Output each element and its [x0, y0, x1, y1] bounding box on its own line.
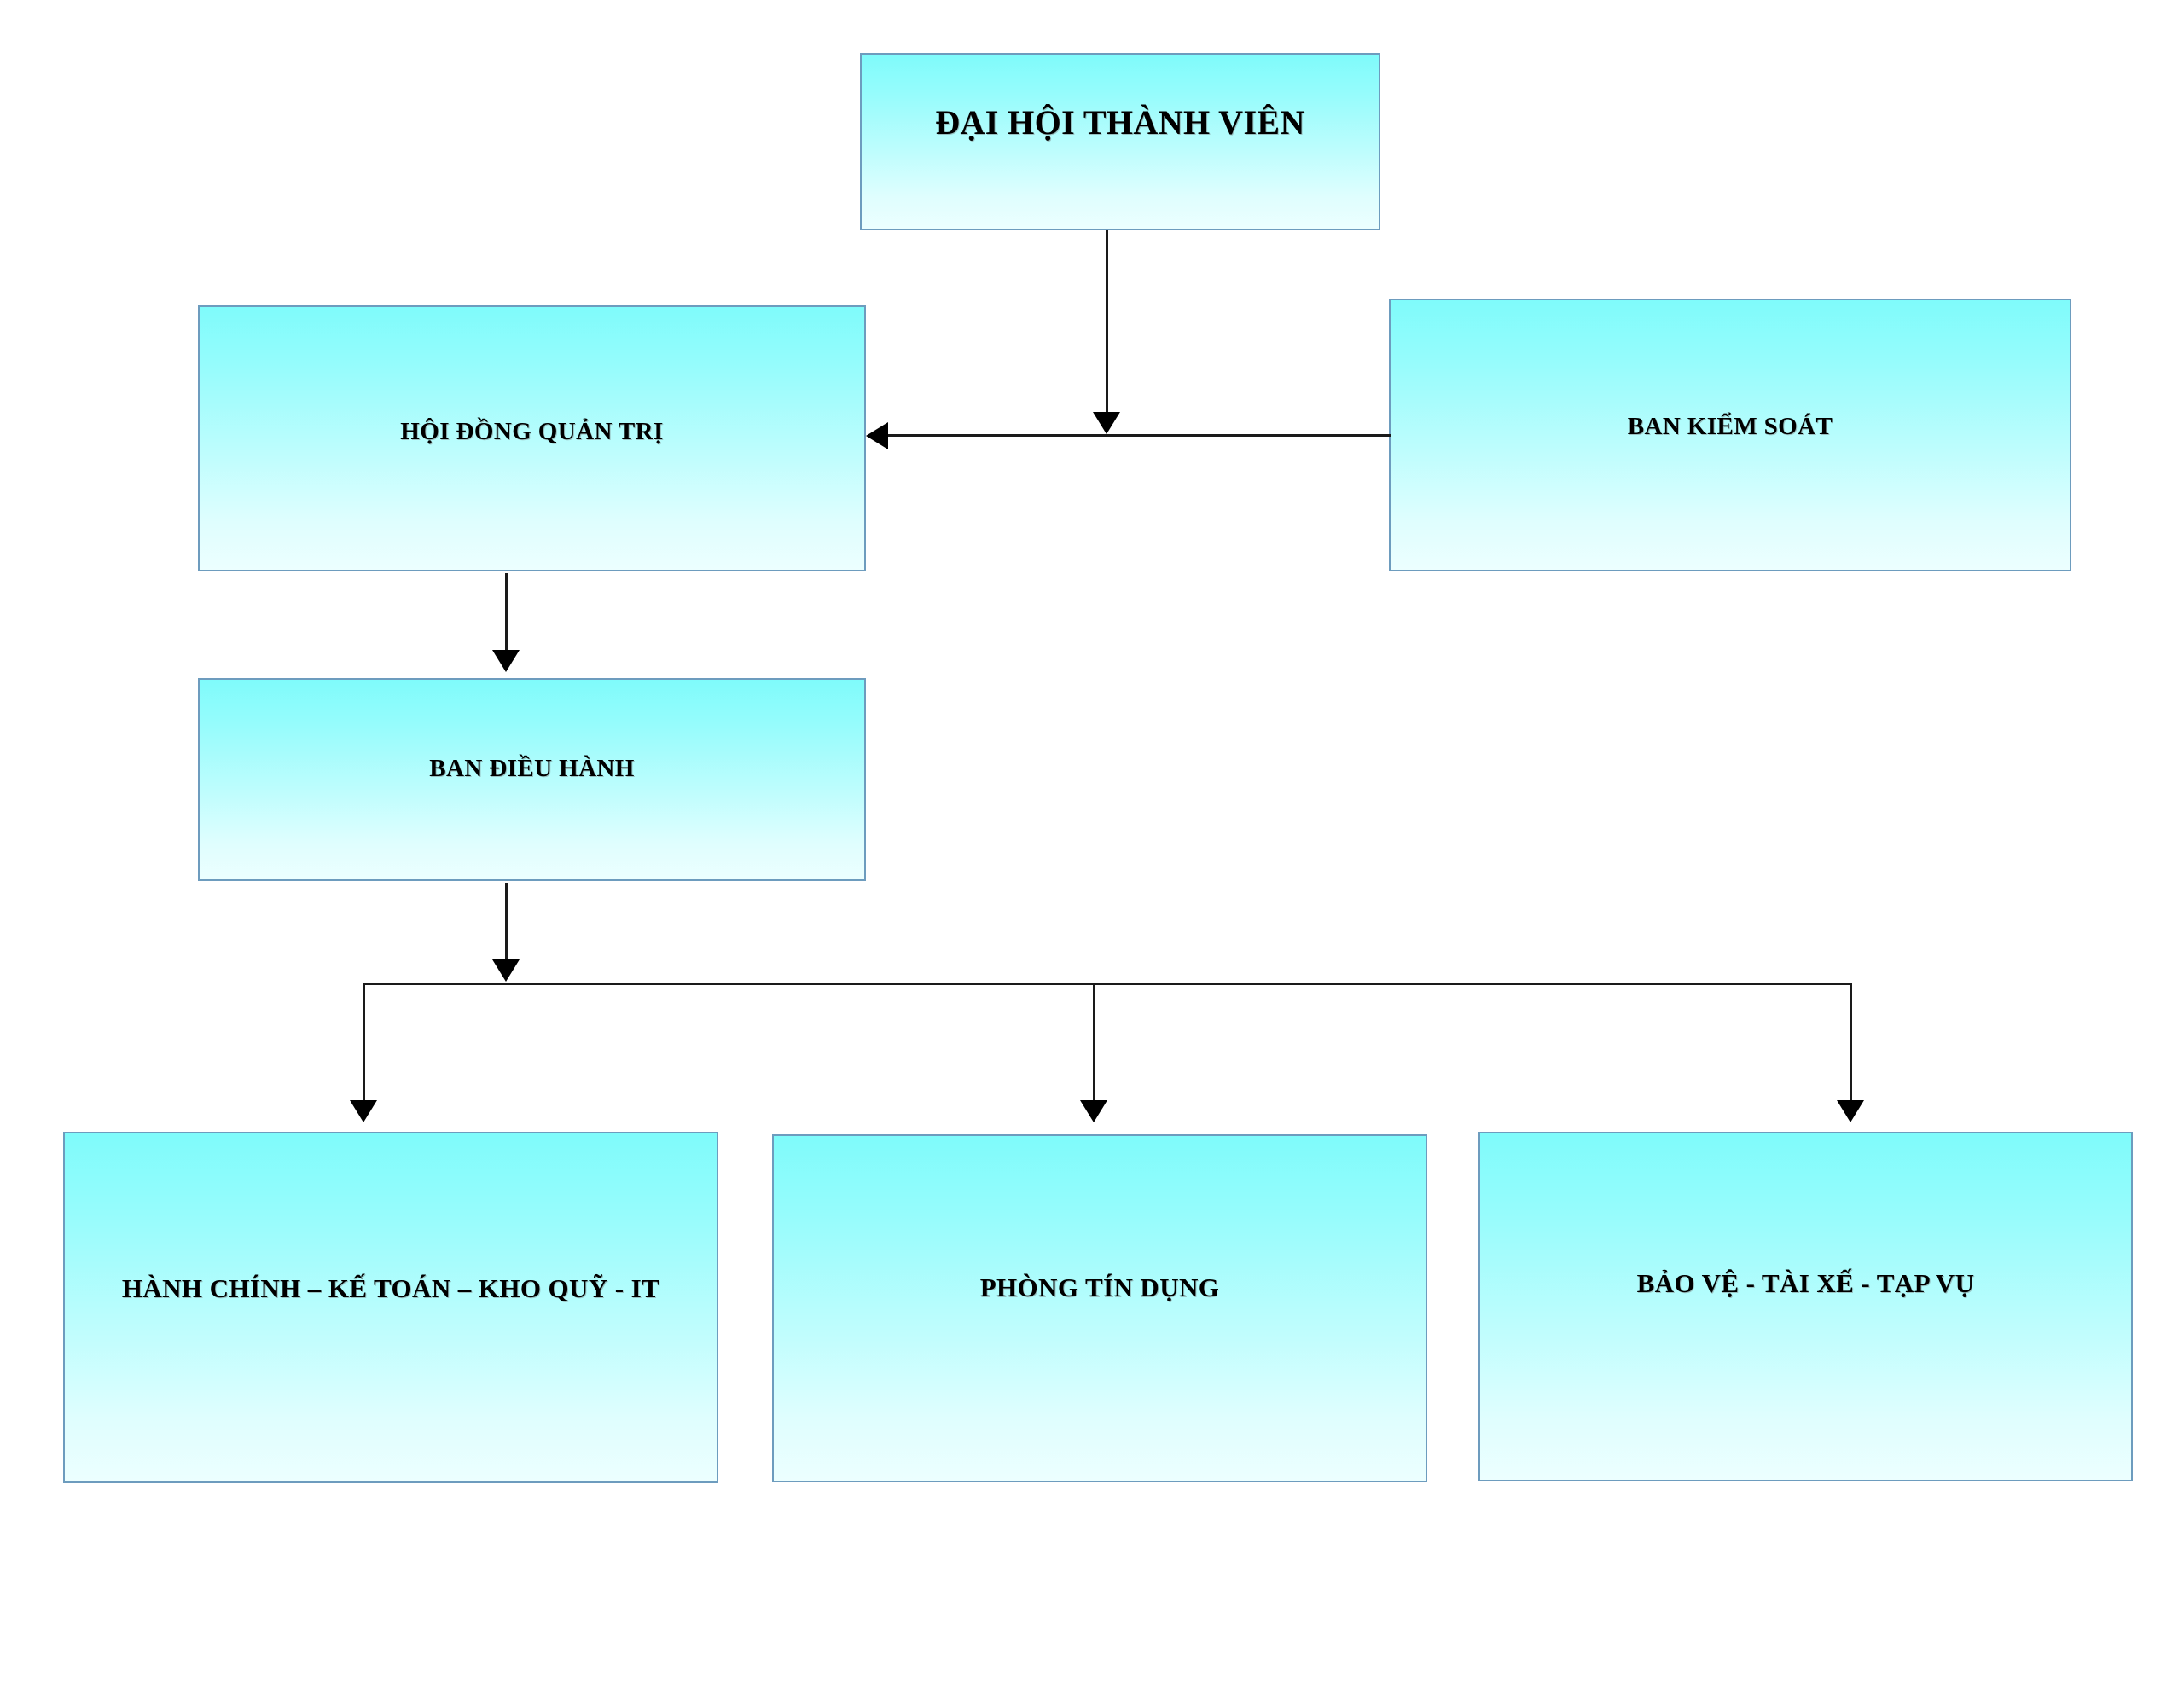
connector-branch-phong-tin-dung-line [1093, 983, 1095, 1104]
arrow-left-icon [866, 422, 888, 449]
arrow-down-icon [1080, 1100, 1107, 1122]
arrow-down-icon [1093, 412, 1120, 434]
node-hanh-chinh-ke-toan-kho-quy-it[interactable]: HÀNH CHÍNH – KẾ TOÁN – KHO QUỸ - IT [63, 1132, 718, 1483]
node-hoi-dong-quan-tri[interactable]: HỘI ĐỒNG QUẢN TRỊ [198, 305, 866, 571]
node-dai-hoi-thanh-vien[interactable]: ĐẠI HỘI THÀNH VIÊN [860, 53, 1380, 230]
connector-dai-hoi-to-hoi-dong-line [1106, 230, 1108, 414]
node-label: ĐẠI HỘI THÀNH VIÊN [935, 103, 1305, 142]
arrow-down-icon [492, 959, 520, 982]
connector-ban-dieu-hanh-to-bus-line [505, 883, 508, 961]
arrow-down-icon [1837, 1100, 1864, 1122]
node-label: BAN ĐIỀU HÀNH [429, 755, 635, 783]
arrow-down-icon [350, 1100, 377, 1122]
node-label: PHÒNG TÍN DỤNG [979, 1272, 1220, 1302]
node-ban-dieu-hanh[interactable]: BAN ĐIỀU HÀNH [198, 678, 866, 881]
node-label: BAN KIỂM SOÁT [1627, 413, 1833, 441]
connector-branch-hanh-chinh-line [363, 983, 365, 1104]
connector-ban-kiem-soat-to-hoi-dong-line [868, 434, 1391, 437]
connector-hoi-dong-to-ban-dieu-hanh-line [505, 573, 508, 652]
node-label: HỘI ĐỒNG QUẢN TRỊ [400, 418, 664, 446]
node-label: BẢO VỆ - TÀI XẾ - TẠP VỤ [1636, 1267, 1975, 1298]
arrow-down-icon [492, 650, 520, 672]
connector-distribution-bus [363, 983, 1852, 985]
node-label: HÀNH CHÍNH – KẾ TOÁN – KHO QUỸ - IT [121, 1272, 660, 1303]
node-phong-tin-dung[interactable]: PHÒNG TÍN DỤNG [772, 1134, 1427, 1482]
node-ban-kiem-soat[interactable]: BAN KIỂM SOÁT [1389, 299, 2071, 571]
connector-branch-bao-ve-line [1850, 983, 1852, 1104]
node-bao-ve-tai-xe-tap-vu[interactable]: BẢO VỆ - TÀI XẾ - TẠP VỤ [1478, 1132, 2133, 1481]
